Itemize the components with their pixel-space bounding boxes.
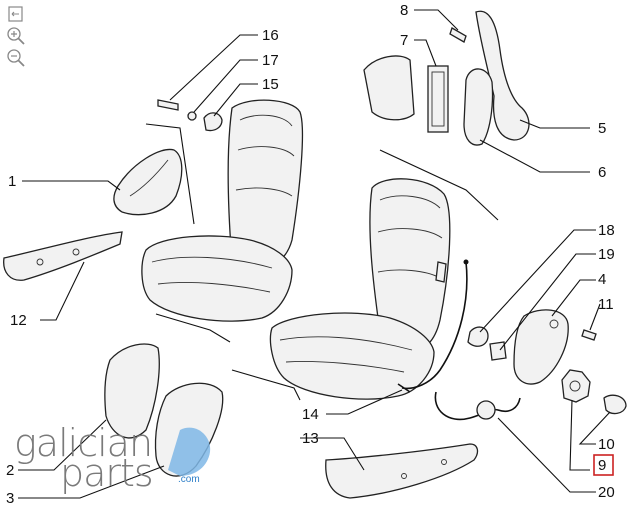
callout-4: 4 [598, 271, 606, 288]
callout-6: 6 [598, 164, 606, 181]
galicianparts-logo: galician parts .com [14, 421, 211, 495]
part-2-side-panel [104, 343, 160, 439]
callout-20: 20 [598, 484, 615, 501]
part-10-plug [603, 394, 627, 415]
callout-3: 3 [6, 490, 14, 507]
viewer-toolbar [4, 4, 30, 70]
part-4-housing [513, 309, 569, 385]
part-18-clip [467, 326, 489, 347]
logo-word-parts: parts [60, 451, 153, 495]
callout-15: 15 [262, 76, 279, 93]
part-19-bushing [489, 341, 507, 361]
part-8-screw [449, 27, 467, 43]
callout-19: 19 [598, 246, 615, 263]
callout-labels: 1 12 16 17 15 8 7 5 6 18 19 4 11 10 20 1… [6, 2, 615, 507]
callout-16: 16 [262, 27, 279, 44]
callout-17: 17 [262, 52, 279, 69]
part-7-bracket-ghost [363, 55, 415, 121]
logo-domain: .com [178, 474, 200, 485]
zoom-in-icon[interactable] [4, 26, 28, 46]
right-seat-illustration [231, 149, 499, 401]
part-13-lower-trim [325, 443, 479, 499]
part-15-clip [203, 112, 223, 132]
left-seat-illustration [141, 99, 304, 343]
part-9-knob [561, 369, 591, 403]
callout-9: 9 [598, 457, 606, 474]
part-7-plate [427, 65, 449, 133]
part-6-lever-cover [463, 68, 494, 146]
zoom-out-icon[interactable] [4, 48, 28, 68]
callout-leaders [18, 9, 611, 499]
fit-icon[interactable] [4, 4, 28, 24]
callout-2: 2 [6, 462, 14, 479]
part-17-washer [187, 111, 197, 121]
logo-word-galician: galician [14, 421, 152, 465]
callout-5: 5 [598, 120, 606, 137]
callout-1: 1 [8, 173, 16, 190]
callout-9-highlight-box [593, 454, 614, 476]
callout-7: 7 [400, 32, 408, 49]
callout-8: 8 [400, 2, 408, 19]
callout-14: 14 [302, 406, 319, 423]
callout-18: 18 [598, 222, 615, 239]
callout-10: 10 [598, 436, 615, 453]
part-16-bolt [157, 99, 179, 111]
callout-11: 11 [598, 296, 614, 313]
part-11-screw [581, 329, 597, 341]
callout-13: 13 [302, 430, 319, 447]
part-12-trim-strip [3, 231, 123, 281]
callout-12: 12 [10, 312, 27, 329]
